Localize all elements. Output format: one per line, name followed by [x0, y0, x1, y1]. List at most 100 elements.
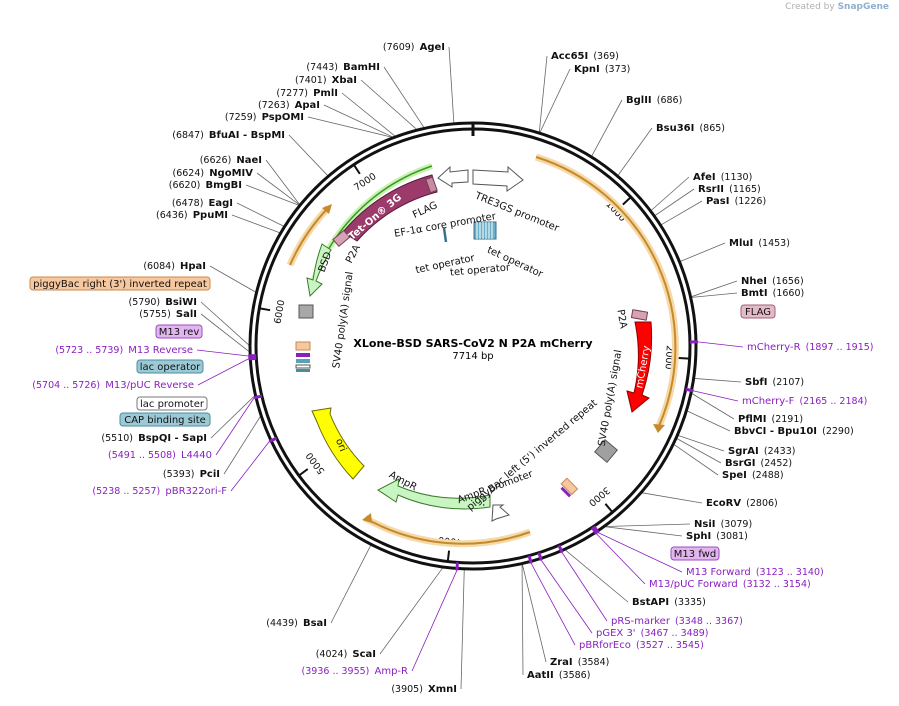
tick-label: 6000 — [272, 299, 287, 325]
restriction-site-label[interactable]: PasI (1226) — [706, 189, 766, 208]
restriction-site-label[interactable]: (6626) NaeI — [200, 148, 262, 167]
primer-leader — [693, 390, 739, 402]
restriction-site-label[interactable]: (6847) BfuAI - BspMI — [172, 123, 285, 142]
restriction-site-label[interactable]: (6436) PpuMI — [156, 203, 228, 222]
primer-mark — [527, 555, 533, 564]
feature-label: SV40 poly(A) signal — [331, 271, 355, 369]
restriction-site-label[interactable]: (7277) PmlI — [276, 81, 338, 100]
feature-label-box — [29, 276, 211, 291]
feature-box-label[interactable]: lac operator — [140, 362, 201, 373]
restriction-site-label[interactable]: AfeI (1130) — [693, 165, 752, 184]
restriction-site-label[interactable]: RsrII (1165) — [698, 177, 761, 196]
tick-mark — [298, 468, 309, 477]
restriction-site-label[interactable]: (7401) XbaI — [295, 68, 357, 87]
site-leader — [605, 526, 683, 537]
plasmid-size: 7714 bp — [452, 351, 493, 362]
primer-label[interactable]: mCherry-F (2165 .. 2184) — [742, 389, 867, 408]
site-leader — [642, 492, 703, 504]
site-leader — [231, 214, 280, 234]
primer-leader — [197, 358, 249, 386]
site-leader — [307, 116, 392, 138]
restriction-site-label[interactable]: (6620) BmgBI — [169, 173, 242, 192]
tick-mark — [678, 356, 690, 360]
plasmid-name: XLone-BSD SARS-CoV2 N P2A mCherry — [353, 337, 592, 350]
feature-box-label[interactable]: M13 rev — [159, 327, 200, 338]
restriction-site-label[interactable]: (5393) PciI — [163, 462, 220, 481]
feature-box-label[interactable]: lac promoter — [140, 399, 205, 410]
feature-box-label[interactable]: piggyBac right (3') inverted repeat — [33, 279, 207, 290]
site-leader — [200, 301, 250, 346]
primer-label[interactable]: pGEX 3' (3467 .. 3489) — [596, 621, 709, 640]
primer-label[interactable]: (5491 .. 5508) L4440 — [108, 443, 212, 462]
site-leader — [383, 66, 425, 128]
restriction-site-label[interactable]: (4439) BsaI — [266, 611, 327, 630]
restriction-site-label[interactable]: KpnI (373) — [574, 57, 630, 76]
restriction-site-label[interactable]: (7263) ApaI — [258, 93, 320, 112]
feature-label-box — [670, 546, 720, 561]
feature-label-box — [119, 412, 211, 427]
primer-label[interactable]: pRS-marker (3348 .. 3367) — [611, 609, 743, 628]
restriction-site-label[interactable]: SpeI (2488) — [722, 463, 784, 482]
site-leader — [676, 438, 722, 464]
site-leader — [200, 313, 250, 352]
restriction-site-label[interactable]: BmtI (1660) — [741, 281, 804, 300]
restriction-site-label[interactable]: (5510) BspQI - SapI — [101, 426, 207, 445]
feature-label-box — [136, 396, 208, 411]
restriction-site-label[interactable]: ZraI (3584) — [550, 650, 609, 669]
primer-label[interactable]: M13/pUC Forward (3132 .. 3154) — [649, 572, 811, 591]
site-leader — [265, 159, 300, 205]
restriction-site-label[interactable]: SbfI (2107) — [745, 370, 804, 389]
restriction-site-label[interactable]: SgrAI (2433) — [728, 439, 795, 458]
restriction-site-label[interactable]: (3905) XmnI — [391, 677, 457, 696]
restriction-site-label[interactable]: BglII (686) — [626, 88, 682, 107]
restriction-site-label[interactable]: Bsu36I (865) — [656, 116, 725, 135]
feature-box-label[interactable]: M13 fwd — [674, 549, 716, 560]
restriction-site-label[interactable]: (4024) ScaI — [316, 642, 376, 661]
feature-label: mCherry — [634, 345, 652, 390]
feature-box-label[interactable]: CAP binding site — [124, 415, 206, 426]
piggybac-left-feature — [560, 477, 579, 496]
restriction-site-label[interactable]: (5755) SalI — [139, 302, 197, 321]
restriction-site-label[interactable]: (7443) BamHI — [306, 55, 380, 74]
cap-block-white — [295, 364, 311, 369]
primer-label[interactable]: (5723 .. 5739) M13 Reverse — [55, 338, 193, 357]
orf-arc-right — [534, 153, 679, 428]
feature-label: P2A — [614, 309, 628, 330]
restriction-site-label[interactable]: Acc65I (369) — [551, 44, 619, 63]
primer-label[interactable]: (5238 .. 5257) pBR322ori-F — [92, 479, 227, 498]
restriction-site-label[interactable]: SphI (3081) — [686, 524, 748, 543]
restriction-site-label[interactable]: NheI (1656) — [741, 269, 804, 288]
restriction-site-label[interactable]: (6084) HpaI — [143, 254, 206, 273]
feature-label: AmpR promoter — [456, 468, 535, 506]
primer-leader — [230, 441, 270, 492]
restriction-site-label[interactable]: (7609) AgeI — [383, 35, 445, 54]
restriction-site-label[interactable]: MluI (1453) — [729, 231, 790, 250]
cap-block-purple — [296, 353, 310, 357]
orf-arc-right-core — [535, 156, 677, 427]
restriction-site-label[interactable]: BstAPI (3335) — [632, 590, 706, 609]
feature-label-box — [136, 359, 204, 374]
primer-label[interactable]: M13 Forward (3123 .. 3140) — [686, 560, 824, 579]
site-leader — [605, 523, 691, 527]
site-leader — [379, 567, 443, 655]
restriction-site-label[interactable]: (7259) PspOMI — [225, 105, 304, 124]
primer-label[interactable]: (5704 .. 5726) M13/pUC Reverse — [32, 373, 194, 392]
restriction-site-label[interactable]: (5790) BsiWI — [129, 290, 197, 309]
primer-leader — [596, 533, 646, 585]
restriction-site-label[interactable]: EcoRV (2806) — [706, 491, 778, 510]
site-leader — [617, 127, 653, 176]
primer-label[interactable]: mCherry-R (1897 .. 1915) — [747, 335, 874, 354]
site-leader — [256, 172, 300, 205]
restriction-site-label[interactable]: BbvCI - Bpu10I (2290) — [734, 419, 854, 438]
primer-label[interactable]: (3936 .. 3955) Amp-R — [302, 659, 408, 678]
restriction-site-label[interactable]: BsrGI (2452) — [725, 451, 792, 470]
primer-label[interactable]: pBRforEco (3527 .. 3545) — [579, 633, 704, 652]
p2a-feature-left — [332, 229, 351, 248]
restriction-site-label[interactable]: (6478) EagI — [172, 191, 233, 210]
restriction-site-label[interactable]: AatII (3586) — [527, 663, 590, 682]
restriction-site-label[interactable]: NsiI (3079) — [694, 512, 752, 531]
feature-label: SV40 poly(A) signal — [597, 349, 625, 447]
feature-box-label[interactable]: FLAG — [745, 307, 771, 318]
restriction-site-label[interactable]: PflMI (2191) — [738, 407, 803, 426]
restriction-site-label[interactable]: (6624) NgoMIV — [173, 161, 254, 180]
